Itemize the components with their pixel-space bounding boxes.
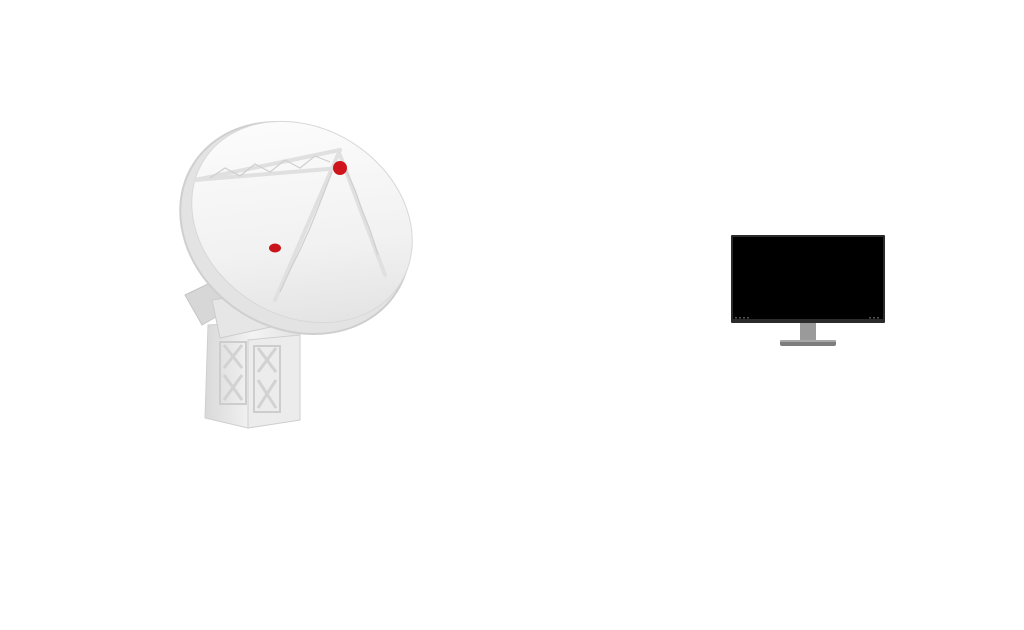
feed-struts — [193, 148, 387, 302]
dish-center — [269, 243, 281, 253]
satellite-dish-icon — [179, 120, 413, 429]
monitor-screen — [733, 237, 883, 319]
tower-base — [204, 319, 301, 429]
feed-horn — [333, 161, 347, 175]
monitor-stand — [800, 323, 816, 341]
monitor-icon — [731, 235, 885, 346]
